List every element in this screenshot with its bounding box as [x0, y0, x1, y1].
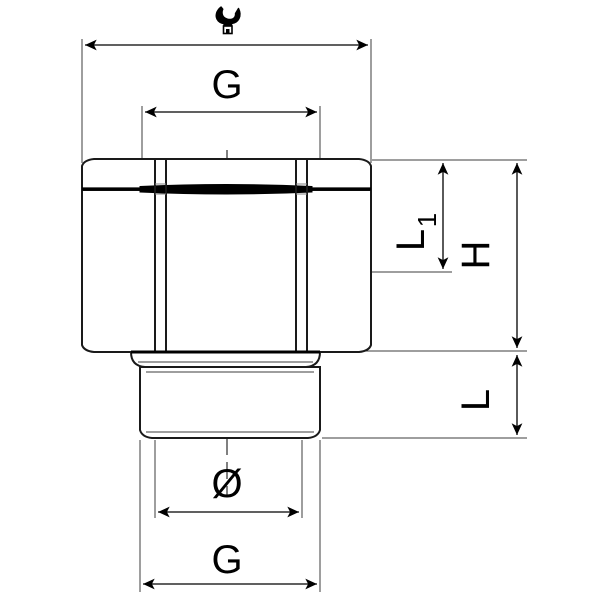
dim-label-l1-subscript: 1: [412, 213, 442, 227]
dim-label-l1: L: [389, 229, 433, 251]
dim-label-h: H: [454, 241, 498, 270]
wrench-icon: [215, 6, 241, 35]
dim-label-l1-group: L 1: [389, 213, 442, 251]
extension-lines: [81, 39, 527, 592]
dim-label-diameter: Ø: [211, 462, 242, 506]
dim-label-l: L: [454, 389, 498, 411]
dimension-lines: [85, 39, 523, 590]
transition-collar: [129, 350, 322, 368]
hex-head-body: [81, 158, 372, 353]
dim-label-g-top: G: [211, 63, 242, 107]
threaded-cylinder: [139, 366, 321, 439]
dim-label-g-bottom: G: [211, 538, 242, 582]
